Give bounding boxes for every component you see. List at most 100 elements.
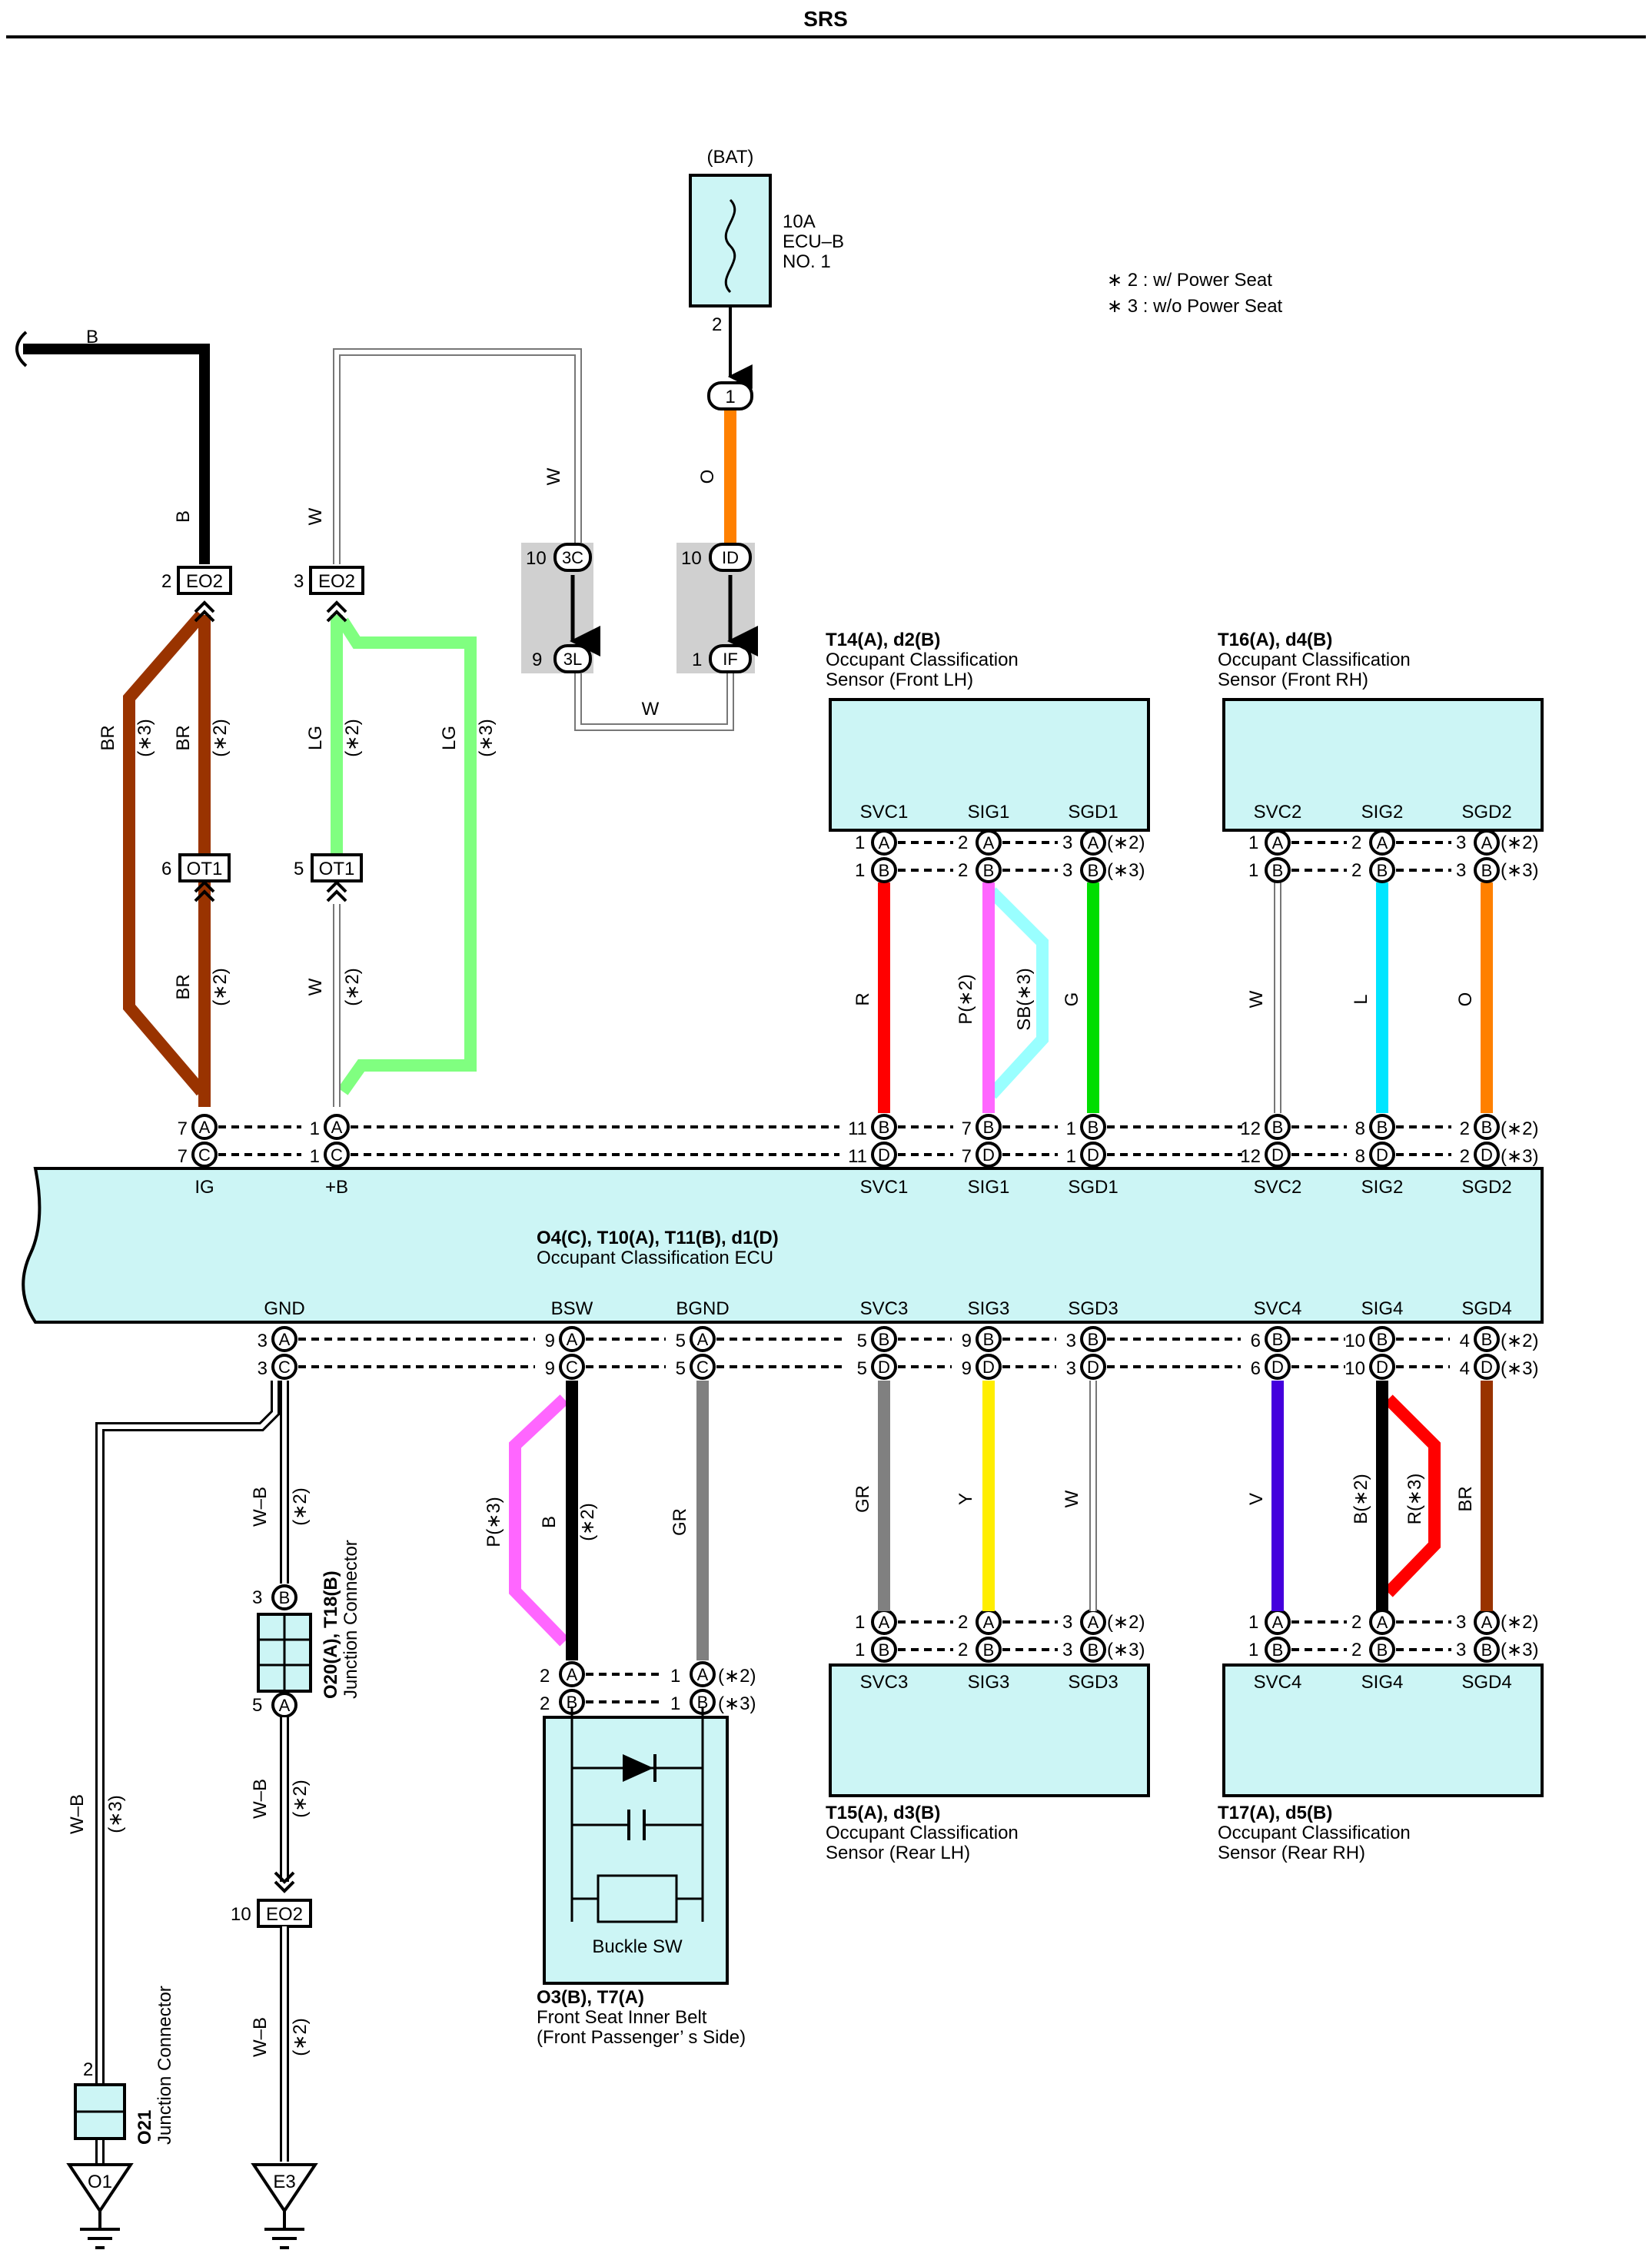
wire-w-low-note: (∗2): [342, 968, 363, 1005]
o20-pin-bottom: 5: [252, 1695, 262, 1716]
sensor-rr-pin-circle-letter: A: [1481, 1613, 1493, 1632]
buckle-pin2-a: 1: [670, 1666, 680, 1687]
wire-b-vert-label: B: [173, 510, 194, 523]
sensor-rr-pin-circle: B: [1474, 1637, 1500, 1663]
ecu-top-pin-circle-letter: C: [198, 1145, 211, 1165]
wire-p2-label: P(∗2): [956, 974, 976, 1024]
ecu-top-pin-circle: C: [324, 1142, 350, 1168]
pin: 1: [1248, 833, 1258, 853]
ecu-bottom-pin-circle: D: [1474, 1354, 1500, 1380]
ecu-bottom-terminal-label: SVC4: [1254, 1298, 1302, 1319]
buckle-pin-a: 2: [540, 1666, 550, 1687]
wire-r3: [1384, 1394, 1441, 1597]
ecu-bottom-pin-num: 9: [962, 1358, 972, 1379]
wire-wb4: [95, 1381, 280, 2199]
sensor-rr-pin-circle: A: [1474, 1609, 1500, 1635]
ecu-top-pin-num: 12: [1240, 1118, 1261, 1139]
sensor-fl-pin-circle-letter: B: [983, 861, 995, 880]
sensor-rear-lh: SVC3 SIG3 SGD3 T15(A), d3(B) Occupant Cl…: [826, 1663, 1150, 1863]
wire-sb3-label: SB(∗3): [1014, 968, 1035, 1030]
dash-lines: [218, 841, 1451, 1703]
sensor-fl-term-svc1: SVC1: [860, 802, 909, 823]
sensor-rr-name: T17(A), d5(B): [1218, 1803, 1332, 1823]
sensor-rr-pin-circle-letter: A: [1272, 1613, 1284, 1632]
sensor-rl-pin-circle-letter: B: [1088, 1640, 1099, 1660]
sensor-rl-pin-circle: A: [871, 1609, 897, 1635]
ecu-top-pin-circle: B: [976, 1114, 1002, 1140]
ecu-top-pin-num: 11: [848, 1118, 867, 1139]
wire-w-loop-label: W: [543, 467, 564, 485]
ecu-top-pin-num: 2: [1460, 1146, 1470, 1167]
sensor-fr-pins: 1 2 3 1 2 3 (∗2) (∗3): [1248, 833, 1538, 881]
sensor-rr-desc-2: Sensor (Rear RH): [1218, 1843, 1365, 1863]
ot1-b-pin: 5: [294, 859, 304, 879]
ecu-top-pin-num: 1: [1066, 1118, 1076, 1139]
ecu-top-pin-num: 8: [1355, 1118, 1365, 1139]
wire-b-bsw-label: B: [539, 1516, 560, 1528]
ecu-bottom-pin-circle-letter: D: [878, 1358, 890, 1377]
wire-br3: [123, 610, 207, 1096]
sensor-fr-pin-circle: A: [1474, 829, 1500, 856]
ecu-bottom-pin-num: 3: [1066, 1358, 1076, 1379]
pin: 1: [1248, 1640, 1258, 1660]
fuse-connector-id: 1: [725, 387, 735, 407]
ecu-top-pin-circle: B: [1080, 1114, 1106, 1140]
ecu-bottom-pin-num: 5: [676, 1331, 686, 1351]
wire-wb1-label: W–B: [250, 1487, 271, 1527]
buckle-switch: Buckle SW: [543, 1707, 729, 1985]
ecu-top-pin-circle: A: [191, 1114, 218, 1140]
wire-top-b: [23, 344, 210, 564]
switch-icon: [597, 1874, 678, 1923]
pin: 3: [1456, 833, 1466, 853]
pin: 1: [855, 860, 865, 881]
wire-w-fr-label: W: [1246, 990, 1267, 1008]
ecu-bottom-note-2: (∗3): [1501, 1358, 1538, 1379]
ecu-top-pin-num: 7: [962, 1146, 972, 1167]
sensor-fl-pin-circle-letter: A: [983, 833, 995, 852]
ecu-top-pin-num: 2: [1460, 1118, 1470, 1139]
ecu-bottom-pin-num: 10: [1345, 1358, 1365, 1379]
ecu-top-pin-circle-letter: A: [331, 1118, 343, 1137]
ecu-bottom-terminals: 33GND99BSW55BGND55SVC399SIG333SGD366SVC4…: [258, 1298, 1512, 1379]
pin: 2: [1351, 833, 1361, 853]
ecu-top-terminal-label: SIG2: [1361, 1177, 1404, 1198]
note: (∗3): [1501, 1640, 1538, 1660]
ecu-bottom-pin-circle-letter: C: [696, 1358, 709, 1377]
ecu-top-pin-circle-letter: D: [878, 1145, 890, 1165]
wire-br2-note: (∗2): [210, 719, 231, 756]
ecu-bottom-pin-circle-letter: B: [1272, 1330, 1284, 1349]
buckle-pin-circle-letter: A: [697, 1665, 709, 1684]
sensor-fl-pin-circle-letter: A: [1088, 833, 1099, 852]
joint-right-pin-bottom: 1: [692, 650, 702, 670]
wire-wb4-label: W–B: [67, 1794, 88, 1834]
ecu-bottom-pin-circle-letter: D: [982, 1358, 995, 1377]
fuse-label-1: 10A: [783, 211, 816, 232]
pin: 3: [1062, 833, 1072, 853]
sensor-rl-pin-circle-letter: B: [879, 1640, 890, 1660]
wire-br-low-note: (∗2): [210, 968, 231, 1005]
ecu-bottom-pin-circle-letter: B: [1377, 1330, 1388, 1349]
sensor-rr-pin-circle: A: [1265, 1609, 1291, 1635]
ecu-bottom-terminal-label: SIG4: [1361, 1298, 1404, 1319]
ecu-bottom-pin-circle: A: [559, 1326, 585, 1352]
sensor-rr-pin-circle-letter: A: [1377, 1613, 1388, 1632]
eo2-gnd: [257, 1899, 312, 1928]
ecu-top-pin-num: 1: [310, 1146, 320, 1167]
ecu-bottom-pin-circle-letter: C: [566, 1358, 578, 1377]
sensor-rr-term-sig4: SIG4: [1361, 1672, 1404, 1693]
ecu-bottom-pin-num: 3: [1066, 1331, 1076, 1351]
wire-lg2-label: LG: [305, 726, 326, 750]
ecu-bottom-pin-num: 4: [1460, 1331, 1470, 1351]
wire-p3-label: P(∗3): [484, 1497, 504, 1547]
ot1-a-pin: 6: [161, 859, 171, 879]
fuse-label-2: ECU–B: [783, 231, 844, 252]
wire-w-low-label: W: [305, 978, 326, 995]
buckle-pin-circle-letter: B: [697, 1693, 709, 1712]
wire-wb3-note: (∗2): [290, 2018, 311, 2056]
ecu-bottom-pin-circle: C: [559, 1354, 585, 1380]
wire-sb3: [987, 887, 1049, 1099]
ecu-top-pin-circle-letter: B: [879, 1118, 890, 1137]
sensor-fl-pins: 1 2 3 1 2 3 (∗2) (∗3): [855, 833, 1145, 881]
sensor-fl-desc-1: Occupant Classification: [826, 650, 1019, 670]
legend-note-1: ∗ 2 : w/ Power Seat: [1107, 270, 1272, 291]
